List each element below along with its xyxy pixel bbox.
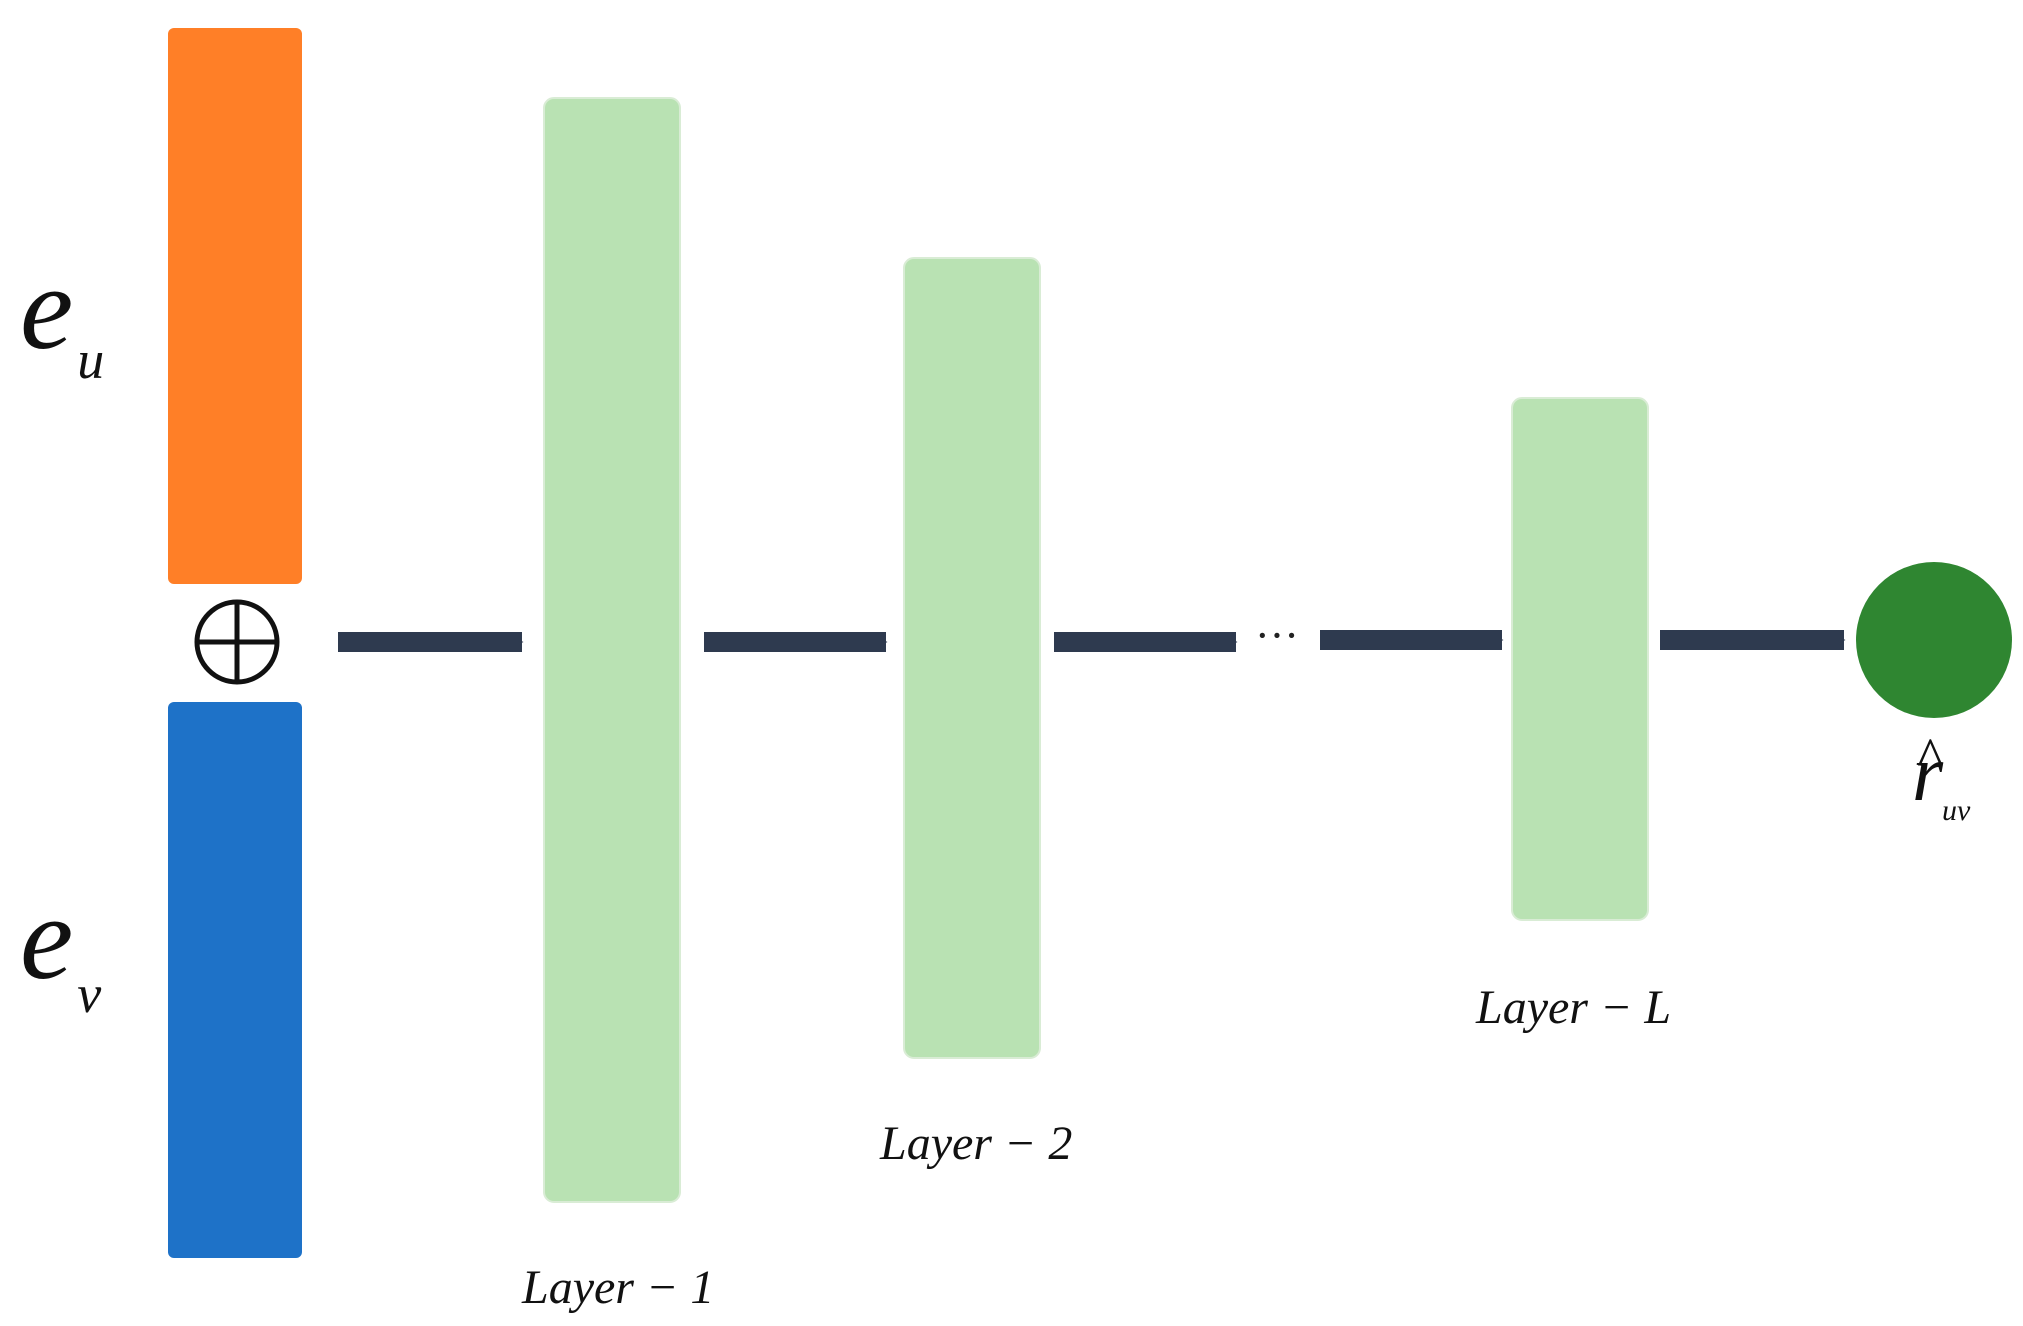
hidden-layer-L [1511, 397, 1649, 921]
concat-operator-icon [194, 599, 280, 685]
user-embedding-symbol: e [20, 241, 73, 374]
output-label: ^ r uv [1912, 727, 1971, 827]
layer-2-label: Layer − 2 [879, 1117, 1072, 1170]
hidden-layer-2 [903, 257, 1041, 1059]
layer-L-label: Layer − L [1475, 981, 1671, 1034]
output-subscript: uv [1942, 794, 1971, 827]
hidden-layer-1 [543, 97, 681, 1203]
user-embedding-subscript: u [77, 330, 104, 390]
layers-ellipsis: ··· [1255, 611, 1299, 660]
item-embedding-bar [168, 702, 302, 1258]
output-symbol: r [1912, 730, 1944, 818]
layer-1-label: Layer − 1 [521, 1261, 714, 1314]
item-embedding-label: ev [20, 871, 101, 1024]
output-hat: ^ [1916, 727, 1943, 789]
output-node [1856, 562, 2012, 718]
item-embedding-subscript: v [77, 964, 101, 1024]
user-embedding-bar [168, 28, 302, 584]
item-embedding-symbol: e [20, 871, 73, 1004]
user-embedding-label: eu [20, 241, 104, 390]
